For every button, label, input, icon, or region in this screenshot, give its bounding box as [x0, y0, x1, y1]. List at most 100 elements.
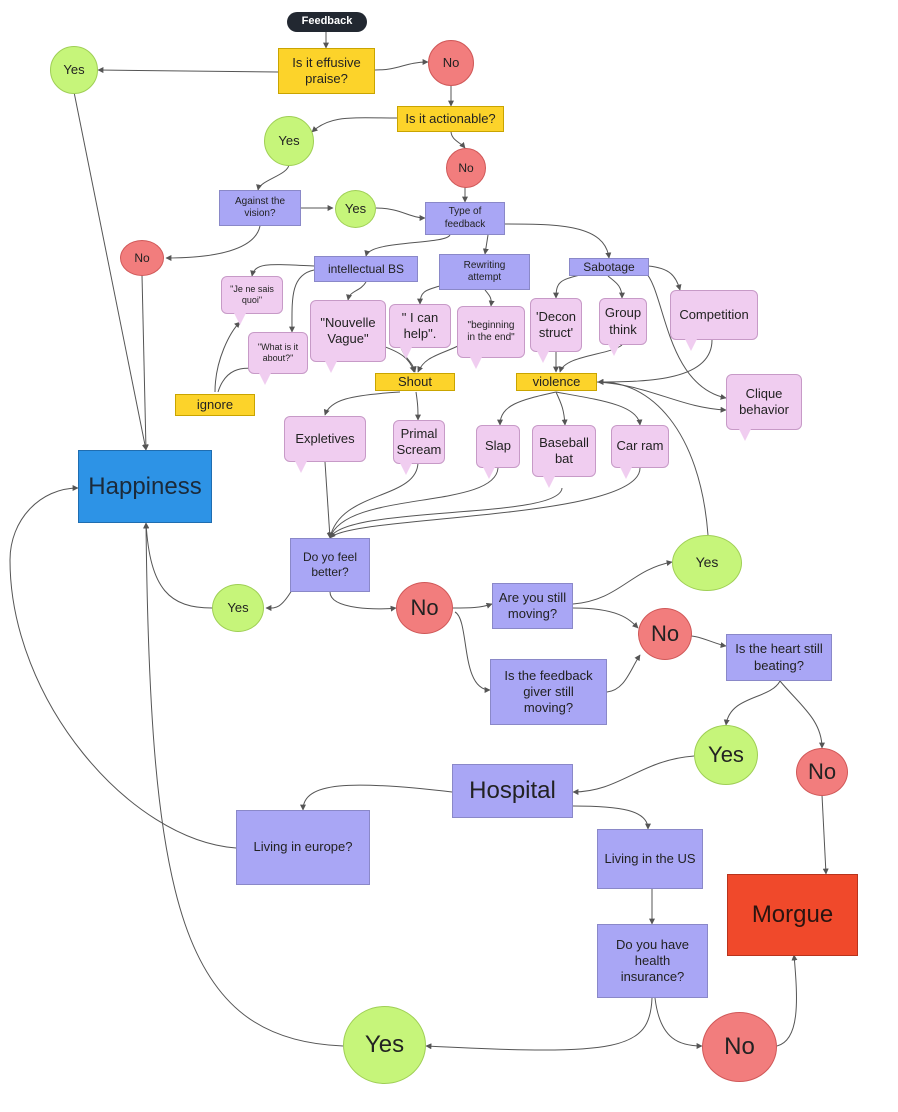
group-think-bubble[interactable]: Group think — [599, 298, 647, 356]
ignore-node[interactable]: ignore — [175, 394, 255, 416]
baseball-bat-bubble[interactable]: Baseball bat — [532, 425, 596, 488]
actionable-node[interactable]: Is it actionable? — [397, 106, 504, 132]
no-praise-circle[interactable]: No — [428, 40, 474, 86]
link-yes-happiness — [143, 522, 213, 609]
bubble-tail — [543, 476, 555, 488]
link-no-still — [452, 602, 493, 609]
violence-node[interactable]: violence — [516, 373, 597, 391]
link-car-better — [329, 467, 641, 539]
i-can-help-text: " I can help". — [401, 309, 439, 341]
link-better-no — [329, 591, 397, 612]
bubble-tail — [234, 313, 246, 325]
what-is-it-about-text: "What is it about?" — [257, 341, 299, 363]
i-can-help-bubble[interactable]: " I can help". — [389, 304, 451, 359]
link-europe-happiness — [9, 485, 237, 849]
link-noins-morgue — [776, 954, 798, 1047]
link-violence-slap — [497, 391, 557, 426]
no-vision-circle[interactable]: No — [120, 240, 164, 276]
living-europe-node[interactable]: Living in europe? — [236, 810, 370, 885]
against-vision-node[interactable]: Against the vision? — [219, 190, 301, 226]
link-hospital-europe — [300, 784, 453, 811]
link-violence-bat — [555, 391, 568, 426]
feel-better-node[interactable]: Do yo feel better? — [290, 538, 370, 592]
morgue-node[interactable]: Morgue — [727, 874, 858, 956]
heart-beating-node[interactable]: Is the heart still beating? — [726, 634, 832, 681]
link-intellectual-what — [288, 269, 315, 333]
no-heart-circle[interactable]: No — [796, 748, 848, 796]
sabotage-node[interactable]: Sabotage — [569, 258, 649, 276]
link-heart-yes — [723, 680, 781, 726]
beginning-in-the-end-bubble[interactable]: "beginning in the end" — [457, 306, 525, 369]
link-expletives-better — [324, 461, 333, 539]
link-yesins-happiness — [143, 522, 344, 1047]
link-hospital-us — [572, 805, 651, 830]
link-yes-hospital — [572, 755, 695, 795]
link-actionable-no — [450, 130, 466, 149]
living-us-node[interactable]: Living in the US — [597, 829, 703, 889]
link-rewriting-beginning — [484, 289, 495, 307]
feedback-pill[interactable]: Feedback — [287, 12, 367, 32]
no-insurance-circle[interactable]: No — [702, 1012, 777, 1082]
giver-moving-node[interactable]: Is the feedback giver still moving? — [490, 659, 607, 725]
clique-behavior-text: Clique behavior — [739, 385, 789, 417]
bubble-tail — [259, 373, 271, 385]
yes-praise-circle[interactable]: Yes — [50, 46, 98, 94]
car-ram-bubble[interactable]: Car ram — [611, 425, 669, 479]
effusive-praise-node[interactable]: Is it effusive praise? — [278, 48, 375, 94]
yes-vision-circle[interactable]: Yes — [335, 190, 376, 228]
intellectual-bs-node[interactable]: intellectual BS — [314, 256, 418, 282]
no-better-circle[interactable]: No — [396, 582, 453, 634]
link-sabotage-group — [607, 275, 625, 299]
link-shout-primal — [414, 391, 421, 421]
link-novision-happiness — [141, 274, 149, 451]
link-insurance-yes — [425, 997, 653, 1051]
bubble-tail — [620, 467, 632, 479]
link-slap-better — [328, 467, 499, 539]
competition-text: Competition — [679, 306, 749, 322]
yes-heart-circle[interactable]: Yes — [694, 725, 758, 785]
link-shout-expletives — [323, 391, 401, 416]
link-effusive-yes — [97, 67, 279, 74]
link-rewriting-help — [417, 285, 441, 305]
group-think-text: Group think — [604, 305, 642, 337]
link-actionable-yes — [311, 117, 398, 133]
deconstruct-bubble[interactable]: 'Decon struct' — [530, 298, 582, 363]
bubble-tail — [295, 461, 307, 473]
expletives-text: Expletives — [295, 430, 355, 446]
health-insurance-node[interactable]: Do you have health insurance? — [597, 924, 708, 998]
yes-moving-circle[interactable]: Yes — [672, 535, 742, 591]
what-is-it-about-bubble[interactable]: "What is it about?" — [248, 332, 308, 385]
je-ne-sais-quoi-bubble[interactable]: "Je ne sais quoi" — [221, 276, 283, 325]
yes-better-circle[interactable]: Yes — [212, 584, 264, 632]
rewriting-attempt-node[interactable]: Rewriting attempt — [439, 254, 530, 290]
no-moving-circle[interactable]: No — [638, 608, 692, 660]
link-yes-vision — [256, 163, 290, 191]
still-moving-node[interactable]: Are you still moving? — [492, 583, 573, 629]
link-vision-no — [165, 225, 261, 261]
link-ignore-je — [214, 321, 241, 393]
link-sabotage-decon — [553, 274, 581, 299]
nouvelle-vague-bubble[interactable]: "Nouvelle Vague" — [310, 300, 386, 373]
slap-bubble[interactable]: Slap — [476, 425, 520, 479]
link-better-yes — [265, 589, 293, 612]
link-competition-violence — [597, 339, 713, 385]
je-ne-sais-quoi-text: "Je ne sais quoi" — [230, 283, 274, 305]
primal-scream-bubble[interactable]: Primal Scream — [393, 420, 445, 475]
shout-node[interactable]: Shout — [375, 373, 455, 391]
link-intellectual-nouvelle — [346, 281, 367, 301]
link-heart-no — [779, 680, 825, 749]
clique-behavior-bubble[interactable]: Clique behavior — [726, 374, 802, 441]
happiness-node[interactable]: Happiness — [78, 450, 212, 523]
competition-bubble[interactable]: Competition — [670, 290, 758, 351]
link-yes-violence — [597, 378, 709, 536]
link-violence-car — [555, 391, 643, 426]
yes-insurance-circle[interactable]: Yes — [343, 1006, 426, 1084]
expletives-bubble[interactable]: Expletives — [284, 416, 366, 473]
bubble-tail — [537, 351, 549, 363]
baseball-bat-text: Baseball bat — [539, 434, 589, 466]
type-of-feedback-node[interactable]: Type of feedback — [425, 202, 505, 235]
no-actionable-circle[interactable]: No — [446, 148, 486, 188]
yes-actionable-circle[interactable]: Yes — [264, 116, 314, 166]
hospital-node[interactable]: Hospital — [452, 764, 573, 818]
